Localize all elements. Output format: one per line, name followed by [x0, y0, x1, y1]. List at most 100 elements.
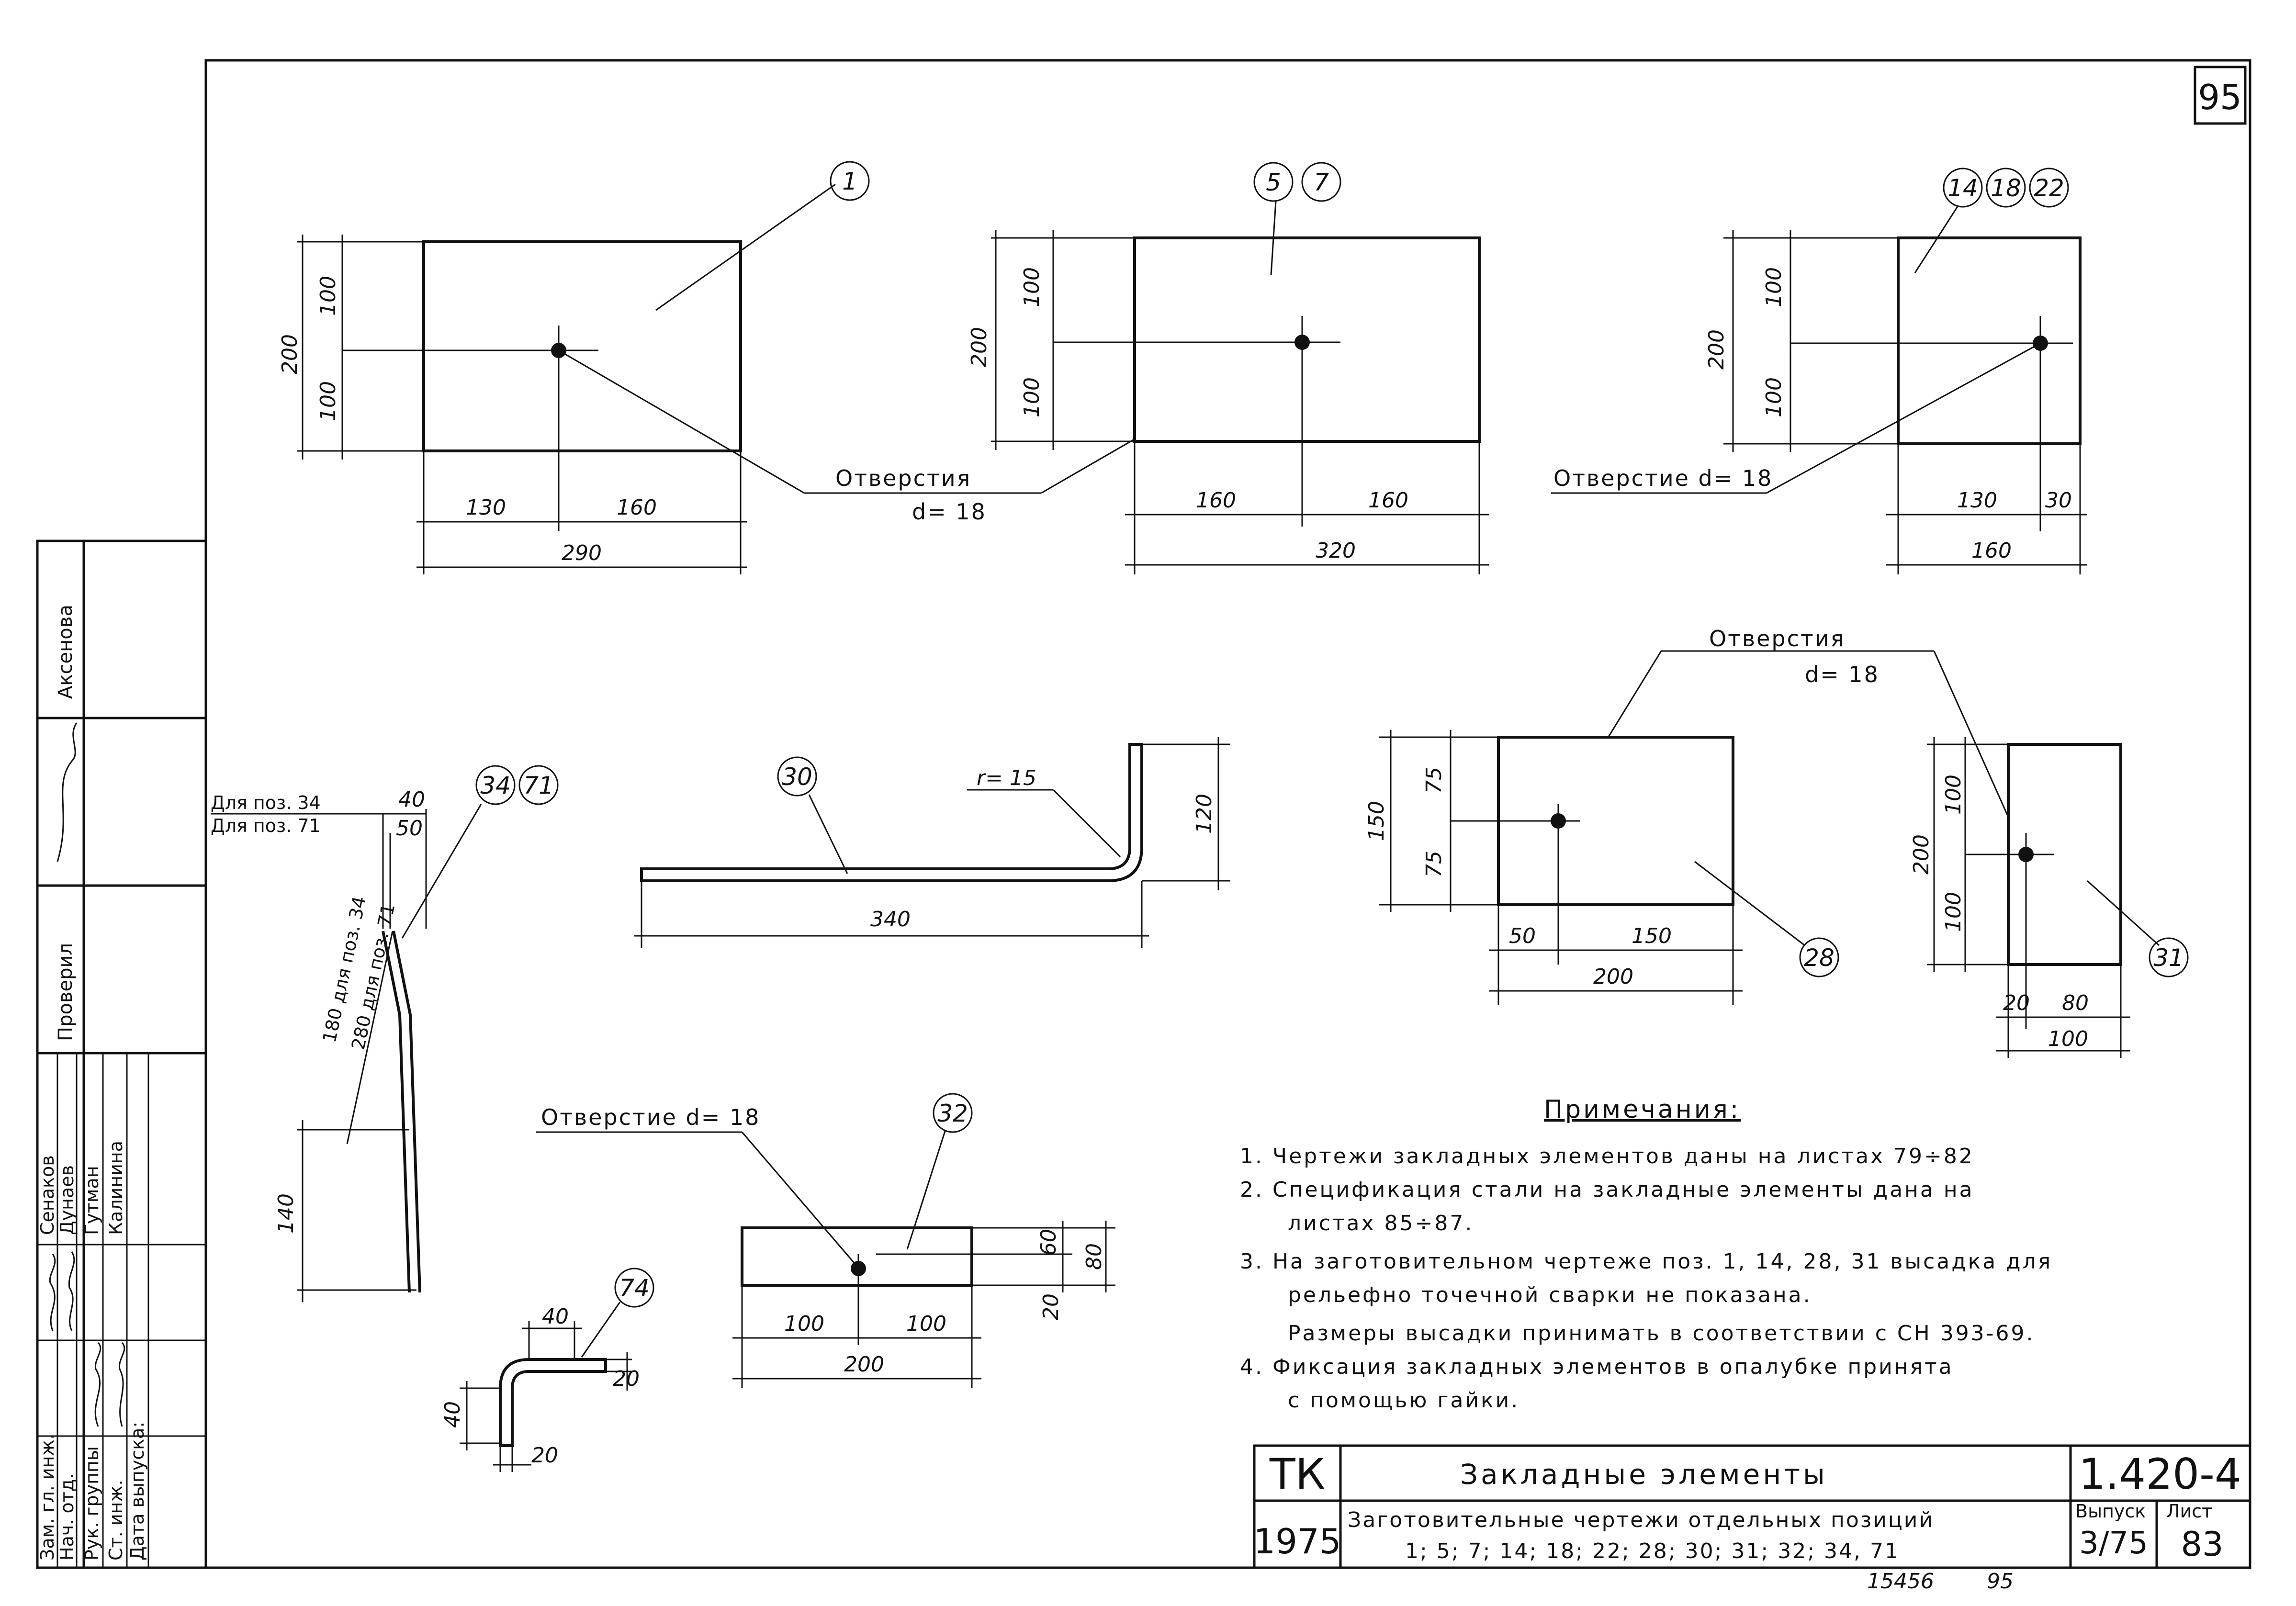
position-number: 22	[2034, 174, 2064, 202]
document-subtitle: Заготовительные чертежи отдельных позици…	[1348, 1508, 1934, 1532]
sheet-label: Лист	[2166, 1501, 2212, 1522]
plate-1	[422, 240, 742, 452]
dim-text: 150	[1364, 801, 1389, 841]
bar-74-drawing: 40 20 40 20 74	[440, 1268, 654, 1472]
for-position-71: Для поз. 71	[211, 815, 321, 836]
title-block: ТК 1975 Закладные элементы Заготовительн…	[1253, 1444, 2251, 1569]
note-line: с помощью гайки.	[1288, 1388, 1519, 1413]
bar-34-71-drawing: Для поз. 34 Для поз. 71 40 50 140 180 дл…	[211, 765, 559, 1302]
issue-number: 3/75	[2079, 1526, 2148, 1561]
signature-checked	[56, 722, 78, 862]
dim-text: 20	[613, 1367, 640, 1391]
dim-text: 160	[1196, 488, 1236, 513]
series-code: 1.420-4	[2079, 1449, 2241, 1499]
sheet-number-box	[2194, 66, 2247, 125]
position-callout	[777, 756, 817, 797]
dim-text: 100	[1020, 267, 1044, 307]
dim-text: 150	[1632, 924, 1672, 948]
dim-text: 130	[1957, 488, 1997, 513]
position-callout	[518, 765, 559, 805]
position-callout	[1253, 162, 1294, 202]
position-callout	[830, 161, 870, 201]
position-callout	[2029, 168, 2069, 208]
bent-bar-34-71	[382, 931, 411, 1293]
plate-14-18-22-drawing: 200 100 100 130 30 160 14 18 22 Отверсти…	[1551, 168, 2087, 574]
notes-block: Примечания: 1. Чертежи закладных элемент…	[1240, 1095, 2050, 1413]
plate-14-18-22	[1897, 236, 2082, 445]
role-label: Зам. гл. инж.	[37, 1434, 58, 1561]
note-line: рельефно точечной сварки не показана.	[1288, 1283, 1812, 1307]
position-number: 7	[1314, 168, 1329, 196]
hole-label: Отверстие d= 18	[541, 1104, 760, 1130]
position-number: 74	[619, 1274, 650, 1302]
role-label: Рук. группы	[81, 1446, 102, 1561]
dim-text: 75	[1422, 851, 1446, 877]
dim-text: 130	[466, 495, 506, 520]
plate-5-7-drawing: 200 100 100 160 160 320 5 7	[967, 162, 1489, 574]
note-line: 2. Спецификация стали на закладные элеме…	[1240, 1178, 1974, 1202]
note-line: Размеры высадки принимать в соответствии…	[1288, 1321, 2035, 1346]
holes-label: Отверстия	[1709, 626, 1845, 651]
holes-diameter: d= 18	[912, 499, 987, 525]
page-number: 95	[1987, 1569, 2014, 1594]
dim-text: 100	[1020, 377, 1044, 417]
dim-text: 20	[531, 1443, 558, 1468]
bent-bar-74	[499, 1358, 607, 1447]
dim-text: 200	[1909, 834, 1934, 875]
note-line: 4. Фиксация закладных элементов в опалуб…	[1240, 1355, 1954, 1379]
org-code: ТК	[1269, 1449, 1325, 1499]
dim-text: 20	[2003, 991, 2030, 1015]
dim-text: 290	[562, 541, 602, 565]
dim-text: 40	[542, 1304, 569, 1329]
position-callout	[1799, 937, 1839, 977]
checked-label: Проверил	[55, 943, 77, 1041]
position-number: 14	[1947, 174, 1978, 202]
signature	[118, 1342, 125, 1427]
notes-title: Примечания:	[1544, 1095, 1741, 1124]
holes-diameter: d= 18	[1805, 662, 1880, 687]
role-label: Нач. отд.	[56, 1473, 78, 1561]
dim-text: 50	[396, 816, 423, 841]
plate-32	[741, 1226, 973, 1287]
dim-text: 100	[1941, 775, 1966, 815]
plate-31-drawing: 200 100 100 20 80 100 31	[1909, 737, 2189, 1058]
note-line: листах 85÷87.	[1288, 1211, 1474, 1235]
position-callout	[933, 1093, 973, 1133]
dim-text: 75	[1422, 767, 1446, 794]
position-callout	[1943, 168, 1983, 208]
person-name: Дунаев	[56, 1165, 78, 1235]
dim-text: 160	[1368, 488, 1408, 513]
dim-text: 200	[1593, 965, 1633, 989]
plate-1-drawing: 200 100 100 130 160 290 1	[278, 161, 870, 574]
person-name: Гутман	[81, 1166, 102, 1235]
position-number: 1	[842, 168, 857, 195]
dim-text: 40	[440, 1401, 465, 1428]
dim-text: 120	[1192, 794, 1216, 834]
position-number: 32	[937, 1100, 968, 1127]
plate-32-drawing: 100 100 200 60 80 20 Отверстие d= 18 32	[536, 1093, 1115, 1388]
dim-text: 100	[1762, 377, 1786, 417]
position-number: 18	[1991, 174, 2021, 202]
position-callout	[1301, 162, 1341, 202]
dim-text: 80	[1082, 1243, 1106, 1270]
signature	[49, 1254, 56, 1331]
person-name: Калинина	[105, 1141, 126, 1235]
dim-text: 320	[1316, 539, 1356, 563]
position-number: 31	[2153, 944, 2184, 972]
position-number: 30	[782, 763, 812, 791]
dim-text: 200	[278, 334, 302, 374]
bend-radius: r= 15	[977, 766, 1036, 790]
year: 1975	[1253, 1521, 1341, 1561]
dim-text: 200	[967, 327, 991, 367]
sheet-number: 95	[2198, 77, 2242, 117]
position-callout	[475, 765, 516, 805]
dim-text: 140	[274, 1193, 298, 1234]
hole-label: Отверстие d= 18	[1553, 465, 1773, 491]
role-label: Ст. инж.	[105, 1480, 126, 1561]
position-callout	[1986, 168, 2026, 208]
inventory-number: 15456	[1867, 1569, 1934, 1594]
dim-text: 100	[316, 381, 340, 421]
dim-text: 100	[784, 1312, 824, 1336]
sheet-in-issue: 83	[2181, 1525, 2223, 1564]
